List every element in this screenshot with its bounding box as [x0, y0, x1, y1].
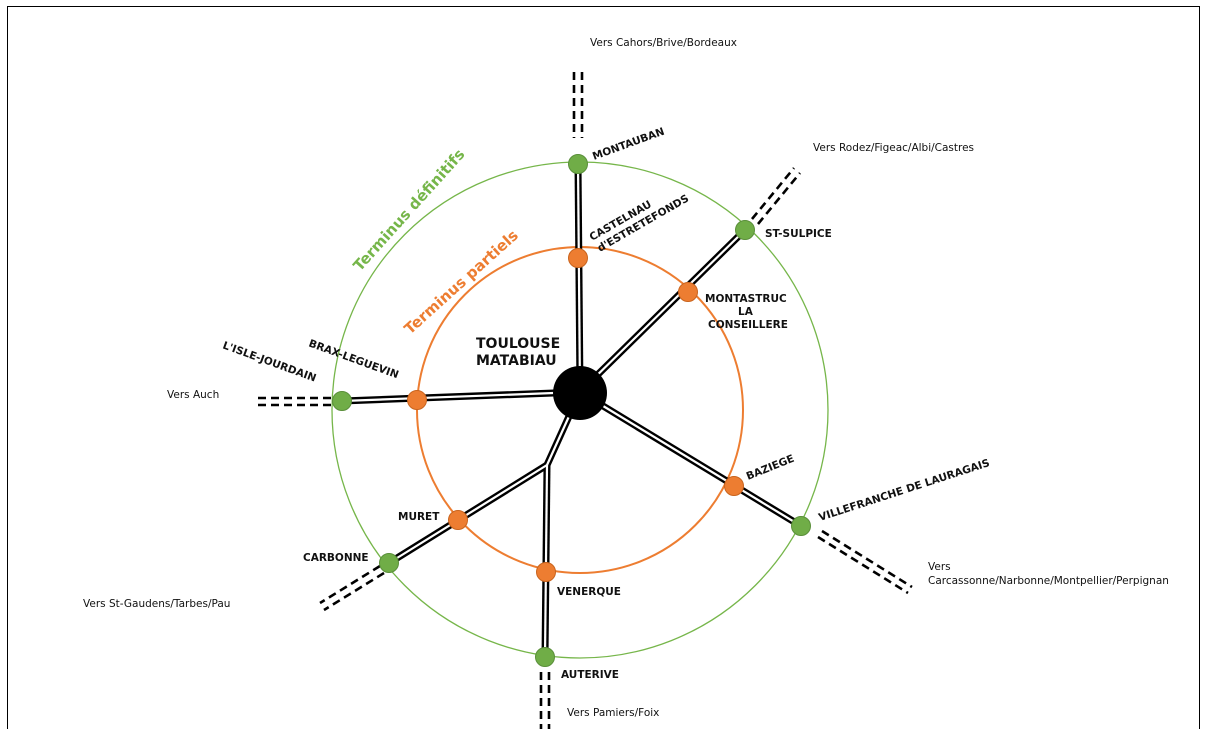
label-isle-jourdain: L'ISLE-JOURDAIN	[221, 340, 318, 385]
label-montastruc-3: CONSEILLERE	[708, 319, 788, 331]
label-muret: MURET	[398, 511, 440, 523]
label-montastruc-2: LA	[738, 306, 754, 318]
hub-label-line2: MATABIAU	[476, 353, 557, 369]
direction-southwest: Vers St-Gaudens/Tarbes/Pau	[83, 598, 230, 610]
inner-ring-label: Terminus partiels	[401, 226, 522, 338]
rail-lines	[341, 163, 803, 658]
station-auterive	[535, 647, 555, 667]
direction-southeast-1: Vers	[928, 561, 951, 573]
station-muret	[448, 510, 468, 530]
outer-ring-label: Terminus définitifs	[350, 145, 469, 274]
label-st-sulpice: ST-SULPICE	[765, 228, 832, 240]
direction-south: Vers Pamiers/Foix	[567, 707, 659, 719]
station-st-sulpice	[735, 220, 755, 240]
station-montastruc	[678, 282, 698, 302]
station-carbonne	[379, 553, 399, 573]
direction-north: Vers Cahors/Brive/Bordeaux	[590, 37, 737, 49]
label-baziege: BAZIEGE	[745, 453, 796, 483]
label-carbonne: CARBONNE	[303, 552, 369, 564]
direction-southeast-2: Carcassonne/Narbonne/Montpellier/Perpign…	[928, 575, 1169, 587]
label-montauban: MONTAUBAN	[591, 126, 666, 163]
station-isle-jourdain	[332, 391, 352, 411]
continuation-lines	[258, 72, 913, 729]
direction-west: Vers Auch	[167, 389, 219, 401]
station-venerque	[536, 562, 556, 582]
hub-label-line1: TOULOUSE	[476, 336, 560, 352]
final-stations	[332, 154, 811, 667]
label-venerque: VENERQUE	[557, 586, 621, 598]
station-villefranche	[791, 516, 811, 536]
label-villefranche: VILLEFRANCHE DE LAURAGAIS	[817, 457, 991, 524]
diagram-frame	[7, 6, 1200, 729]
station-castelnau	[568, 248, 588, 268]
station-montauban	[568, 154, 588, 174]
label-auterive: AUTERIVE	[561, 669, 619, 681]
partial-stations	[407, 248, 744, 582]
station-brax	[407, 390, 427, 410]
hub-toulouse-matabiau	[553, 366, 607, 420]
label-brax: BRAX-LEGUEVIN	[307, 338, 400, 382]
label-montastruc-1: MONTASTRUC	[705, 293, 787, 305]
direction-northeast: Vers Rodez/Figeac/Albi/Castres	[813, 142, 974, 154]
station-baziege	[724, 476, 744, 496]
